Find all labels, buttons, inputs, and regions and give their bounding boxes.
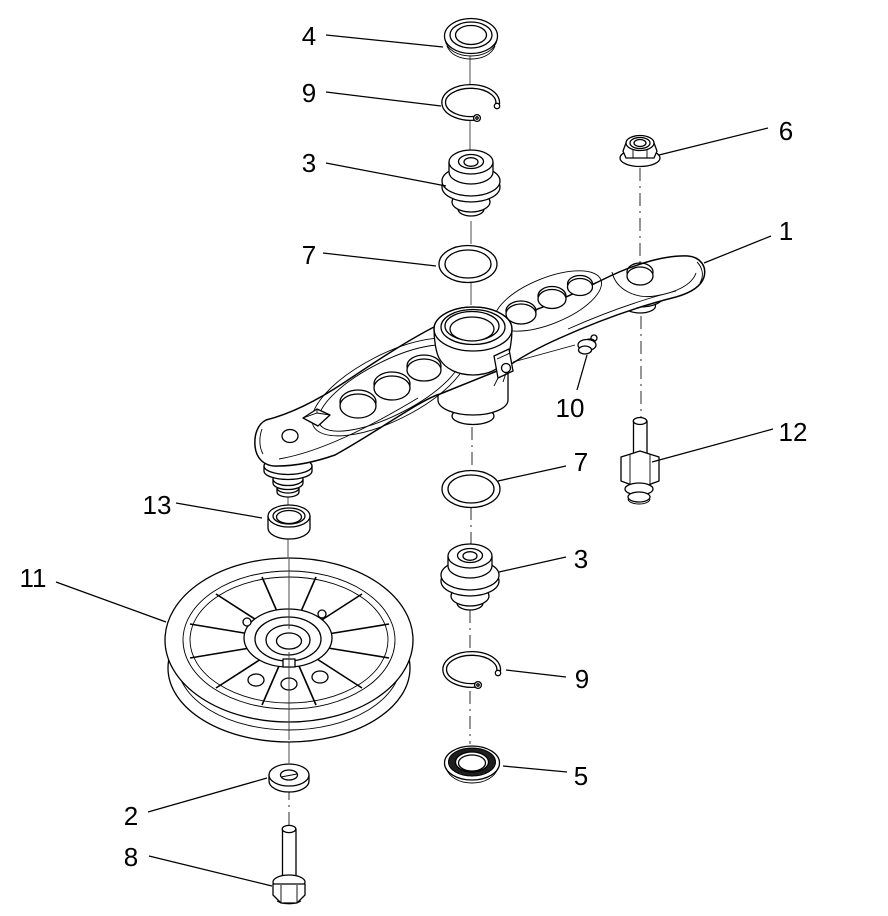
callout-9-lower: 9 [505,664,589,694]
callout-label: 8 [124,842,138,872]
callout-label: 13 [143,490,172,520]
centerlines [287,56,642,826]
part-oring-lower [441,469,501,509]
part-seal-upper [443,17,499,60]
callout-label: 7 [302,240,316,270]
callout-label: 3 [574,544,588,574]
callout-6: 6 [658,116,793,156]
callout-label: 5 [574,761,588,791]
callout-label: 4 [302,21,316,51]
part-idler-pulley [164,557,414,743]
part-oring-upper [438,244,498,284]
part-flange-lock-nut [619,134,661,168]
part-bearing-upper [441,149,501,217]
callout-2: 2 [124,777,268,831]
part-hex-bolt [272,824,306,905]
callout-label: 9 [302,78,316,108]
part-idler-arm [254,255,706,498]
callout-label: 10 [556,393,585,423]
callout-12: 12 [651,417,808,463]
callout-3-upper: 3 [302,148,447,187]
callout-label: 9 [575,664,589,694]
callout-3-lower: 3 [498,544,588,574]
callout-label: 7 [574,447,588,477]
callout-label: 2 [124,801,138,831]
callout-1: 1 [703,216,793,264]
part-flat-washer [268,763,310,793]
callout-label: 1 [779,216,793,246]
callout-5: 5 [502,761,588,791]
callout-7-lower: 7 [497,447,588,482]
part-grease-fitting [512,334,598,363]
callout-4: 4 [302,21,444,51]
callout-9-upper: 9 [302,78,442,108]
callout-label: 3 [302,148,316,178]
callout-7-upper: 7 [302,240,437,270]
part-spacer-stud [620,416,660,505]
callout-8: 8 [124,842,273,887]
part-bearing-lower [440,543,500,611]
callout-10: 10 [556,354,588,423]
callout-13: 13 [143,490,263,520]
callout-11: 11 [20,563,167,623]
part-seal-lower [443,745,501,784]
part-spacer-bushing [267,504,311,540]
callout-label: 12 [779,417,808,447]
part-retaining-ring-lower [445,653,501,688]
callout-label: 6 [779,116,793,146]
callout-label: 11 [20,563,47,593]
part-retaining-ring-upper [444,86,500,121]
callouts: 4 9 3 6 1 7 10 12 [20,21,808,887]
